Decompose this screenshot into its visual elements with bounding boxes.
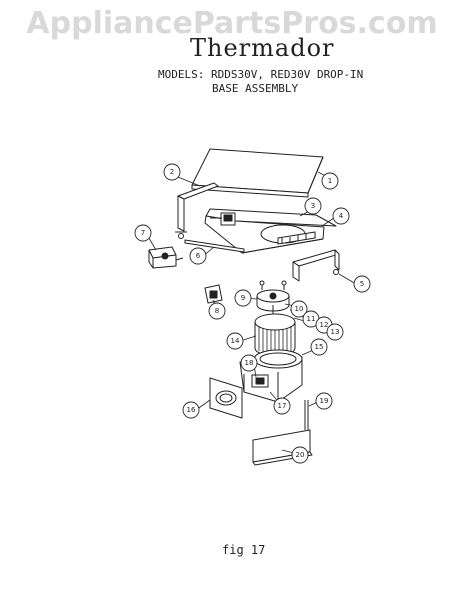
part-small-bracket	[204, 284, 223, 304]
part-top-panel	[191, 148, 324, 198]
callout-label: 14	[231, 337, 240, 345]
part-switch-box	[148, 246, 184, 269]
callout-label: 12	[320, 321, 329, 329]
callout-label: 6	[196, 252, 201, 260]
brand-title: Thermador	[190, 34, 335, 62]
part-left-bracket	[175, 182, 219, 239]
part-strip	[184, 239, 245, 253]
callout-label: 18	[245, 359, 254, 367]
figure-label: fig 17	[222, 543, 266, 557]
callout-label: 7	[141, 229, 145, 237]
callout-label: 10	[295, 305, 304, 313]
part-vertical-rod	[304, 400, 309, 430]
callout-label: 19	[320, 397, 329, 405]
part-blower-housing	[239, 349, 303, 403]
callout-label: 3	[311, 202, 315, 210]
callout-label: 13	[331, 328, 340, 336]
part-base-frame	[204, 208, 337, 254]
callout-label: 2	[170, 168, 174, 176]
callout-label: 15	[315, 343, 324, 351]
callout-label: 5	[360, 280, 364, 288]
callout-label: 11	[307, 315, 316, 323]
callout-label: 17	[278, 402, 287, 410]
callout-label: 8	[215, 307, 219, 315]
part-front-panel	[209, 377, 243, 419]
part-right-bracket	[292, 249, 340, 282]
callout-label: 1	[328, 177, 332, 185]
assembly-title: BASE ASSEMBLY	[212, 82, 299, 95]
callout-labels: 1 2 3 4 5 6 7 8 9 10 11 12 13 14 15 16 1…	[141, 168, 364, 459]
callout-label: 20	[296, 451, 305, 459]
models-line: MODELS: RDDS30V, RED30V DROP-IN	[158, 68, 364, 81]
callout-label: 9	[241, 294, 245, 302]
watermark: AppliancePartsPros.com	[26, 6, 438, 41]
callout-circles	[134, 163, 371, 464]
callout-label: 16	[187, 406, 196, 414]
callout-label: 4	[339, 212, 344, 220]
part-motor	[256, 280, 290, 318]
